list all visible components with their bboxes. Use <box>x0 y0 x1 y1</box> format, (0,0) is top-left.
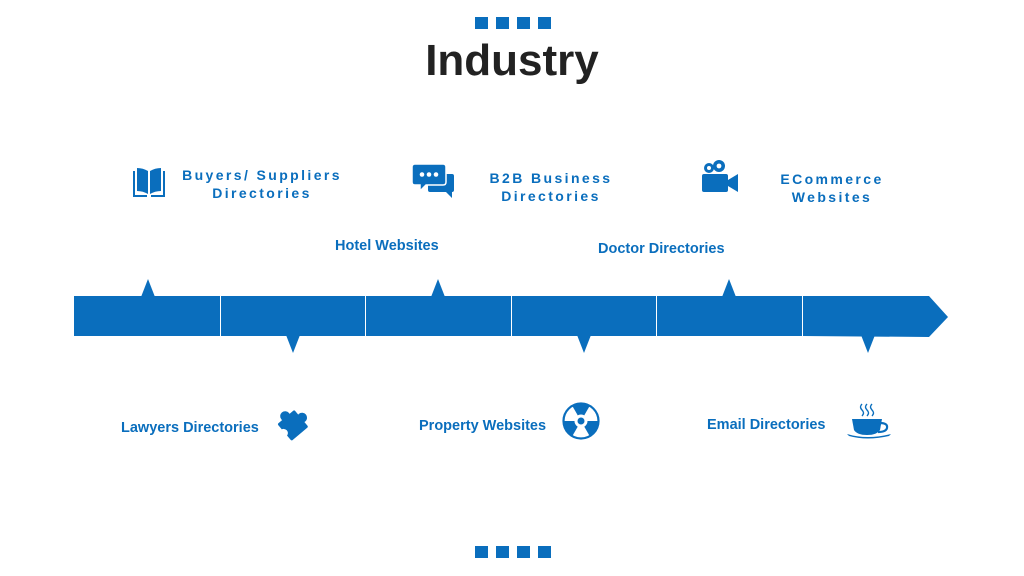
timeline-segment <box>366 296 511 336</box>
marker-down <box>861 335 875 353</box>
radiation-icon <box>562 402 600 440</box>
page-title: Industry <box>425 36 599 85</box>
chat-bubbles-icon <box>412 162 456 200</box>
property-websites-label: Property Websites <box>419 418 547 434</box>
marker-up <box>431 279 445 297</box>
timeline-segment <box>221 296 365 336</box>
lawyers-directories-label: Lawyers Directories <box>121 420 259 436</box>
marker-up <box>141 279 155 297</box>
video-camera-icon <box>701 160 739 194</box>
marker-down <box>577 335 591 353</box>
buyers-suppliers-label: Buyers/ Suppliers Directories <box>182 167 342 201</box>
marker-up <box>722 279 736 297</box>
timeline-segment <box>657 296 802 336</box>
bottom-decoration <box>475 546 551 558</box>
top-decoration <box>475 17 551 29</box>
email-directories-label: Email Directories <box>707 417 826 433</box>
puzzle-icon <box>272 403 314 445</box>
ecommerce-label: ECommerce Websites <box>780 171 884 205</box>
book-icon <box>131 166 167 200</box>
doctor-directories-label: Doctor Directories <box>598 241 725 257</box>
timeline-segment <box>74 296 220 336</box>
marker-down <box>286 335 300 353</box>
coffee-cup-icon <box>845 402 893 440</box>
b2b-business-label: B2B Business Directories <box>489 170 613 204</box>
timeline-arrow <box>0 270 1024 360</box>
timeline-arrowhead <box>803 296 948 337</box>
hotel-websites-label: Hotel Websites <box>335 238 439 254</box>
timeline-segment <box>512 296 656 336</box>
